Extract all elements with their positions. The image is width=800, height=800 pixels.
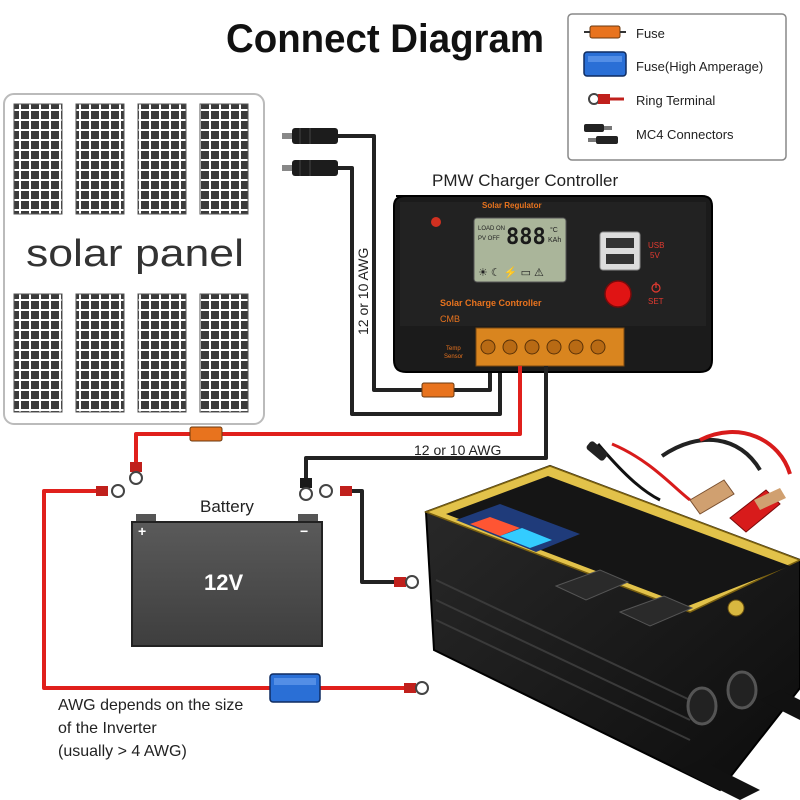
lcd-screen: LOAD ON PV OFF 888 °C KAh ☀ ☾ ⚡ ▭ ⚠ — [473, 217, 567, 283]
legend: Fuse Fuse(High Amperage) Ring Terminal M… — [567, 13, 787, 161]
controller-brand: Solar Regulator — [482, 201, 542, 210]
usb-ports — [599, 231, 641, 271]
usb-voltage: 5V — [650, 251, 660, 260]
ac-socket-right — [618, 595, 694, 627]
controller-battery-wires — [134, 366, 548, 480]
charge-controller: PMW Charger Controller Solar Regulator L… — [393, 171, 713, 373]
legend-label-high-amperage-fuse: Fuse(High Amperage) — [636, 59, 763, 74]
inverter-ring-terminals — [394, 575, 429, 695]
diagram-title: Connect Diagram — [226, 17, 544, 61]
inverter-note-line-3: (usually > 4 AWG) — [58, 743, 187, 760]
cigarette-socket-right — [726, 670, 758, 710]
high-amperage-fuse — [269, 673, 321, 703]
inverter-note-line-1: AWG depends on the size — [58, 697, 243, 714]
lcd-unit-temp: °C — [550, 226, 558, 234]
alligator-clamp-red — [729, 488, 786, 533]
legend-label-mc4-connectors: MC4 Connectors — [636, 127, 734, 142]
ring-terminal-icon — [588, 93, 624, 105]
battery-voltage: 12V — [204, 570, 243, 595]
inline-fuse — [421, 382, 455, 398]
legend-label-fuse: Fuse — [636, 26, 665, 41]
lcd-unit-kah: KAh — [548, 237, 561, 244]
mc4-connector-icon — [584, 124, 618, 144]
usb-label: USB — [648, 241, 664, 250]
battery-plus: + — [138, 523, 146, 539]
controller-name: Solar Charge Controller — [440, 298, 542, 308]
inverter-knob[interactable] — [727, 599, 745, 617]
lcd-digits: 888 — [506, 225, 546, 250]
lcd-load-on: LOAD ON — [478, 226, 505, 232]
solar-panel-label: solar panel — [26, 233, 244, 275]
awg-label-solar: 12 or 10 AWG — [355, 248, 371, 335]
ring-terminals — [96, 462, 352, 501]
cigarette-socket-left — [686, 686, 718, 726]
battery-label: Battery — [200, 497, 254, 516]
inverter-fin-lines — [435, 579, 691, 741]
pen-icon — [431, 217, 441, 227]
battery-clamp-cable — [660, 430, 792, 475]
solar-panel: solar panel — [3, 93, 265, 425]
inverter-feet — [680, 690, 800, 800]
battery-minus: − — [300, 523, 308, 539]
legend-label-ring-terminal: Ring Terminal — [636, 93, 715, 108]
battery-inverter-wires — [42, 489, 404, 690]
alligator-clamp-black — [689, 479, 735, 515]
controller-model: CMB — [440, 314, 460, 324]
set-label: SET — [648, 297, 664, 306]
high-amperage-fuse-icon — [583, 51, 627, 77]
cigarette-plug-cable — [586, 441, 691, 502]
solar-wires — [338, 134, 502, 416]
battery-line-fuse — [189, 426, 223, 442]
sensor-label: Sensor — [444, 354, 463, 360]
inverter-note-line-2: of the Inverter — [58, 720, 157, 737]
battery: Battery + − 12V — [131, 497, 323, 647]
ac-socket-left — [554, 569, 630, 601]
fuse-icon — [584, 25, 626, 39]
power-icon — [651, 282, 661, 293]
power-inverter — [423, 464, 800, 800]
controller-heading: PMW Charger Controller — [432, 171, 618, 190]
set-button[interactable] — [604, 280, 632, 308]
inverter-display — [456, 504, 580, 552]
lcd-status-icons: ☀ ☾ ⚡ ▭ ⚠ — [478, 266, 544, 279]
lcd-pv-off: PV OFF — [478, 236, 500, 242]
mc4-connectors — [282, 128, 338, 176]
temp-label: Temp — [446, 346, 461, 352]
awg-label-battery: 12 or 10 AWG — [414, 442, 501, 458]
terminal-block — [475, 327, 625, 367]
